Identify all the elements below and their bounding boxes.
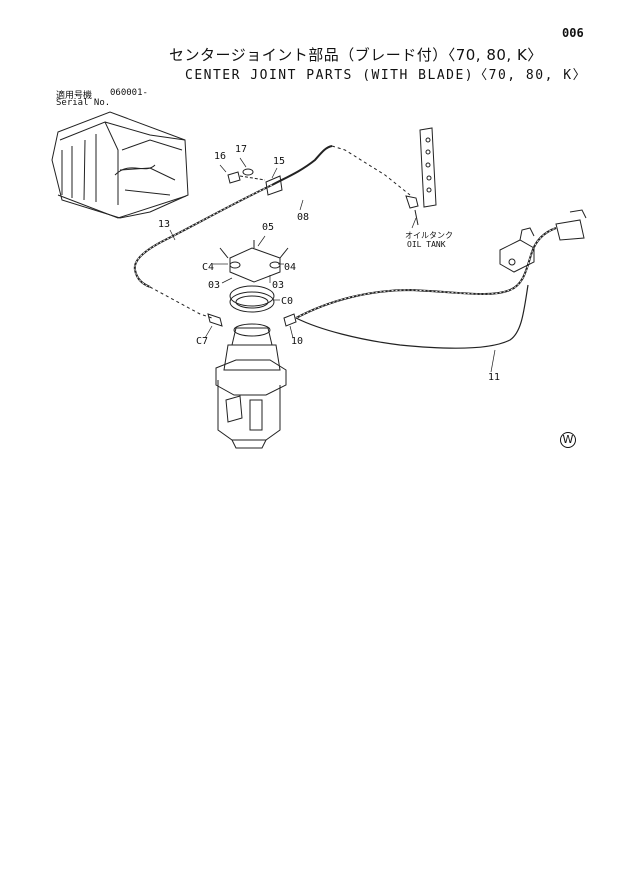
title-japanese: センタージョイント部品（ブレード付）〈70, 80, K〉 <box>169 46 543 64</box>
callout-04: 04 <box>284 262 297 273</box>
serial-label-japanese: 適用号機 <box>56 91 93 101</box>
callout-03-left: 03 <box>208 280 221 291</box>
callout-13: 13 <box>158 219 171 230</box>
page-number: 006 <box>562 26 584 40</box>
hose-11 <box>295 227 557 319</box>
valve-block <box>499 209 587 273</box>
title-english: CENTER JOINT PARTS (WITH BLADE)〈70, 80, … <box>185 68 588 83</box>
oil-tank-bracket <box>405 127 437 226</box>
excavator-thumbnail <box>51 111 189 219</box>
callout-16: 16 <box>214 151 227 162</box>
oil-tank-label-japanese: オイルタンク <box>405 231 453 240</box>
center-joint-body <box>215 323 287 449</box>
callout-c0: C0 <box>281 296 294 307</box>
callout-17: 17 <box>235 144 248 155</box>
callout-c7: C7 <box>196 336 209 347</box>
callout-c4: C4 <box>202 262 215 273</box>
part-05-cover <box>219 240 289 283</box>
oil-tank-label-english: OIL TANK <box>407 240 446 249</box>
leader-lines <box>169 157 496 373</box>
callout-15: 15 <box>273 156 286 167</box>
serial-label-english: Serial No. <box>56 98 111 108</box>
serial-number-value: 060001- <box>110 88 148 98</box>
callout-05: 05 <box>262 222 275 233</box>
callout-11: 11 <box>488 372 501 383</box>
hose-08 <box>271 145 333 186</box>
callout-03-right: 03 <box>272 280 285 291</box>
part-c0-ring <box>229 291 275 313</box>
callout-08: 08 <box>297 212 310 223</box>
callout-10: 10 <box>291 336 304 347</box>
variant-mark-icon: W <box>560 432 576 448</box>
